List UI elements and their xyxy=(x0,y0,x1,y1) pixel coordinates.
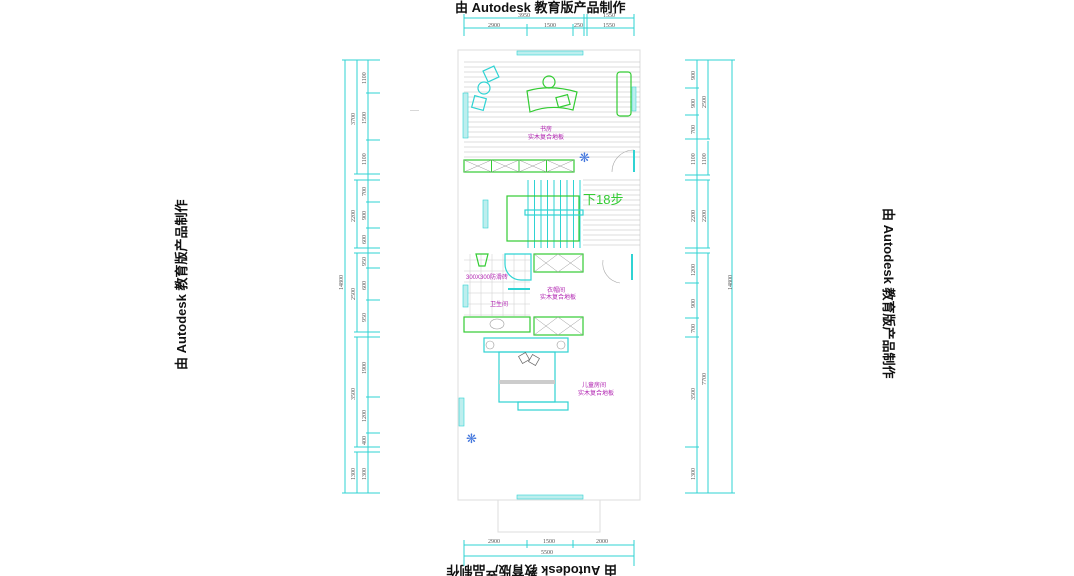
dim-label: 1500 xyxy=(544,23,556,29)
room-label-bathroom: 卫生间 xyxy=(490,300,508,308)
stairs-label: 下18步 xyxy=(583,192,623,207)
drawing-line xyxy=(518,159,547,173)
watermark-bottom: 由 Autodesk 教育版产品制作 xyxy=(447,563,617,576)
svg-text:1100: 1100 xyxy=(362,153,368,165)
dim-label: 2900 xyxy=(488,539,500,545)
svg-text:3500: 3500 xyxy=(691,388,697,400)
dim-label: 5500 xyxy=(541,550,553,556)
right-segment-labels: 900 900 700 1100 2200 1200 900 700 3500 … xyxy=(691,71,697,480)
bottom-dimensions: 2900 1500 2000 5500 xyxy=(463,539,635,566)
svg-text:1500: 1500 xyxy=(362,112,368,124)
stair-landing-floor xyxy=(583,179,640,246)
plant-icon: ❋ xyxy=(579,150,590,165)
svg-text:1900: 1900 xyxy=(362,362,368,374)
dim-label: 1550 xyxy=(603,23,615,29)
dim-label: 1500 xyxy=(543,539,555,545)
floor-label-study: 实木复合地板 xyxy=(528,133,564,141)
svg-text:400: 400 xyxy=(362,436,368,445)
dim-label: 3950 xyxy=(518,13,530,19)
watermark-right: 由 Autodesk 教育版产品制作 xyxy=(881,208,896,378)
bathroom: 300X300防滑砖 卫生间 衣帽间 实木复合地板 xyxy=(462,253,633,336)
svg-text:700: 700 xyxy=(691,125,697,134)
study-furniture: 书房 实木复合地板 —— xyxy=(410,65,637,141)
svg-text:950: 950 xyxy=(362,313,368,322)
dim-label: 3700 xyxy=(351,113,357,125)
dim-label: 14800 xyxy=(339,275,345,290)
plan-outline xyxy=(457,49,641,533)
dim-label: 7700 xyxy=(702,373,708,385)
svg-text:900: 900 xyxy=(362,211,368,220)
dim-label: 2500 xyxy=(702,96,708,108)
dim-label: 2500 xyxy=(351,288,357,300)
svg-text:——: —— xyxy=(410,108,420,113)
floor-label-cloakroom: 实木复合地板 xyxy=(540,293,576,301)
svg-text:900: 900 xyxy=(691,99,697,108)
svg-text:900: 900 xyxy=(691,299,697,308)
dim-label: 2900 xyxy=(488,23,500,29)
svg-text:700: 700 xyxy=(691,324,697,333)
room-label-study: 书房 xyxy=(540,125,552,133)
tile-label: 300X300防滑砖 xyxy=(466,273,508,281)
svg-text:700: 700 xyxy=(362,187,368,196)
study-floor xyxy=(464,61,640,158)
dim-label: 3500 xyxy=(351,388,357,400)
floor-label-bedroom: 实木复合地板 xyxy=(578,389,614,397)
dim-label: 1100 xyxy=(702,153,708,165)
watermark-top: 由 Autodesk 教育版产品制作 xyxy=(455,0,625,15)
svg-text:600: 600 xyxy=(362,235,368,244)
svg-text:1300: 1300 xyxy=(362,468,368,480)
left-dimensions: 14800 3700 2200 2500 3500 1300 1100 1500… xyxy=(339,59,380,494)
room-label-bedroom: 儿童房间 xyxy=(582,381,606,389)
staircase: 下18步 xyxy=(482,180,623,248)
drawing-line xyxy=(463,159,492,173)
dim-label: 250 xyxy=(574,23,583,29)
watermark-left: 由 Autodesk 教育版产品制作 xyxy=(174,200,189,370)
svg-text:1300: 1300 xyxy=(691,468,697,480)
left-segment-labels: 1100 1500 1100 700 900 600 950 600 950 1… xyxy=(362,72,368,480)
drawing-line xyxy=(491,159,520,173)
svg-text:950: 950 xyxy=(362,257,368,266)
svg-text:2200: 2200 xyxy=(691,210,697,222)
bedroom: ❋ 儿童房间 实木复合地板 xyxy=(458,337,614,446)
wardrobe-row: ❋ xyxy=(463,149,635,173)
drawing-line xyxy=(546,159,575,173)
svg-text:1200: 1200 xyxy=(691,264,697,276)
svg-text:1100: 1100 xyxy=(691,153,697,165)
room-label-cloakroom: 衣帽间 xyxy=(547,286,565,294)
dim-label: 2000 xyxy=(596,539,608,545)
dim-label: 14800 xyxy=(728,275,734,290)
right-dimensions: 14800 2500 1100 2200 7700 900 900 700 11… xyxy=(685,59,735,494)
dim-label: 1300 xyxy=(351,468,357,480)
dim-label: 2200 xyxy=(702,210,708,222)
svg-text:900: 900 xyxy=(691,71,697,80)
plant-icon: ❋ xyxy=(466,431,477,446)
svg-text:1200: 1200 xyxy=(362,410,368,422)
dim-label: 1550 xyxy=(603,13,615,19)
top-dimensions: 3950 1550 2900 1500 250 1550 xyxy=(463,13,635,36)
dim-label: 2200 xyxy=(351,210,357,222)
svg-text:1100: 1100 xyxy=(362,72,368,84)
svg-text:600: 600 xyxy=(362,281,368,290)
